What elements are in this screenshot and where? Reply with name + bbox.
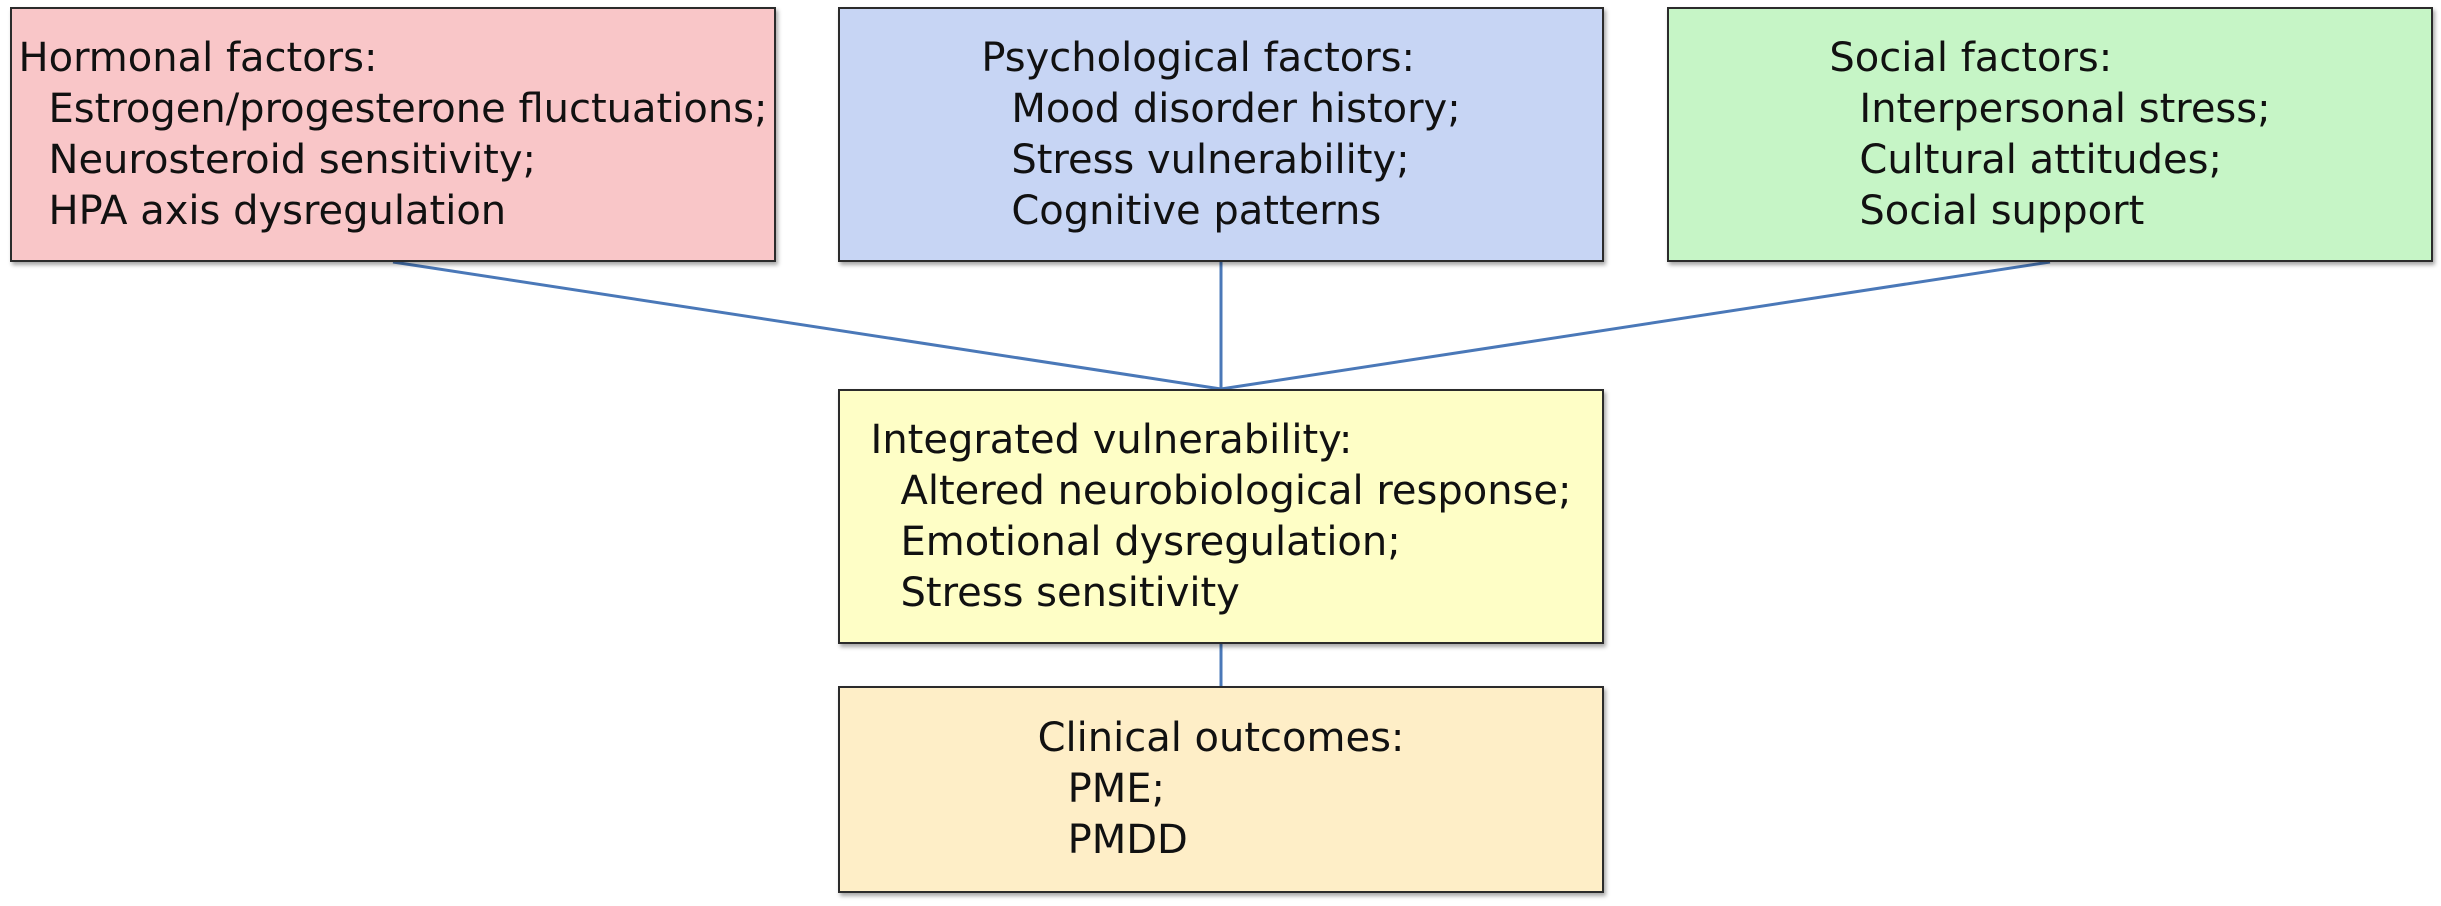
clinical-outcomes-item: PMDD [1067, 817, 1188, 863]
clinical-outcomes-item: PME; [1067, 766, 1165, 812]
social-factors-item: Social support [1859, 187, 2145, 234]
psychological-factors-box: Psychological factors: Mood disorder his… [838, 7, 1604, 262]
social-factors-box: Social factors: Interpersonal stress; Cu… [1667, 7, 2433, 262]
clinical-outcomes-title: Clinical outcomes: [1037, 715, 1405, 761]
integrated-vulnerability-item: Altered neurobiological response; [900, 467, 1572, 514]
hormonal-factors-box: Hormonal factors: Estrogen/progesterone … [10, 7, 776, 262]
integrated-vulnerability-item: Emotional dysregulation; [900, 518, 1401, 565]
connector-social-to-integrated [1220, 260, 2051, 391]
hormonal-factors-item: Neurosteroid sensitivity; [48, 136, 536, 183]
hormonal-factors-item: Estrogen/progesterone fluctuations; [48, 85, 768, 132]
integrated-vulnerability-item: Stress sensitivity [900, 569, 1240, 616]
psychological-factors-item: Cognitive patterns [1011, 187, 1382, 234]
psychological-factors-title: Psychological factors: [981, 34, 1415, 81]
hormonal-factors-item: HPA axis dysregulation [48, 187, 507, 234]
hormonal-factors-title: Hormonal factors: [18, 34, 378, 81]
social-factors-item: Cultural attitudes; [1859, 136, 2222, 183]
connector-hormonal-to-integrated [392, 260, 1222, 391]
integrated-vulnerability-title: Integrated vulnerability: [870, 416, 1353, 463]
psychological-factors-item: Mood disorder history; [1011, 85, 1461, 132]
psychological-factors-item: Stress vulnerability; [1011, 136, 1410, 183]
integrated-vulnerability-box: Integrated vulnerability: Altered neurob… [838, 389, 1604, 644]
social-factors-title: Social factors: [1829, 34, 2113, 81]
social-factors-item: Interpersonal stress; [1859, 85, 2271, 132]
clinical-outcomes-box: Clinical outcomes: PME; PMDD [838, 686, 1604, 893]
